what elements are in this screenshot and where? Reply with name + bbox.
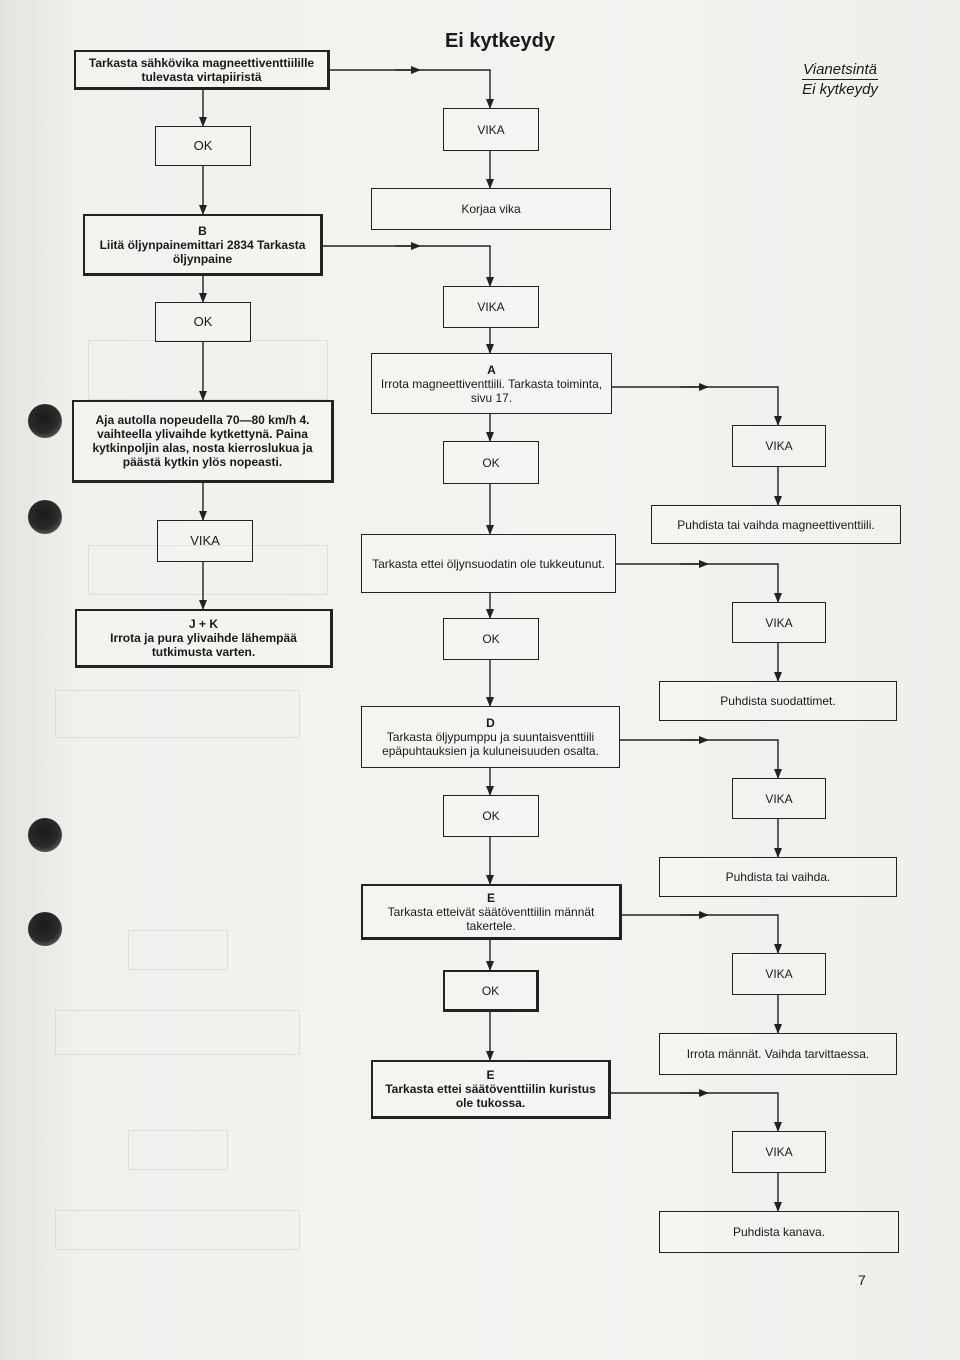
vika-box: VIKA <box>732 778 826 819</box>
vika-box: VIKA <box>443 108 539 151</box>
box-text: Tarkasta sähkövika magneettiventtiilille… <box>88 55 315 84</box>
box-text: Aja autolla nopeudella 70—80 km/h 4. vai… <box>92 413 313 469</box>
valve-pistons-check-box: E Tarkasta etteivät säätöventtiilin männ… <box>361 884 622 940</box>
ok-box: OK <box>443 795 539 837</box>
box-text: VIKA <box>765 1145 793 1159</box>
clean-solenoid-box: Puhdista tai vaihda magneettiventtiili. <box>651 505 901 544</box>
box-text: Liitä öljynpainemittari 2834 Tarkasta öl… <box>99 237 306 266</box>
show-through-box <box>128 1130 228 1170</box>
box-text: Irrota männät. Vaihda tarvittaessa. <box>686 1047 870 1061</box>
box-text: Tarkasta ettei säätöventtiilin kuristus … <box>385 1082 596 1110</box>
show-through-box <box>88 545 328 595</box>
ok-box: OK <box>443 970 539 1012</box>
show-through-box <box>128 930 228 970</box>
box-text: VIKA <box>477 300 505 314</box>
section-title: Vianetsintä <box>803 61 877 78</box>
valve-orifice-check-box: E Tarkasta ettei säätöventtiilin kuristu… <box>371 1060 611 1119</box>
box-text: Puhdista tai vaihda magneettiventtiili. <box>677 517 875 532</box>
box-text: Puhdista tai vaihda. <box>725 870 831 884</box>
box-text: Tarkasta öljypumppu ja suuntaisventtiili… <box>382 730 599 758</box>
remove-pistons-box: Irrota männät. Vaihda tarvittaessa. <box>659 1033 897 1075</box>
oil-filter-check-box: Tarkasta ettei öljynsuodatin ole tukkeut… <box>361 534 616 593</box>
page-title: Ei kytkeydy <box>444 30 556 52</box>
step-label: E <box>486 1068 495 1082</box>
step-label: E <box>486 890 495 905</box>
vika-box: VIKA <box>443 286 539 328</box>
vika-box: VIKA <box>732 1131 826 1173</box>
ok-box: OK <box>443 618 539 660</box>
ok-box: OK <box>443 441 539 484</box>
clean-or-replace-box: Puhdista tai vaihda. <box>659 857 897 897</box>
binder-hole <box>28 818 62 852</box>
box-text: OK <box>482 632 500 646</box>
road-test-box: Aja autolla nopeudella 70—80 km/h 4. vai… <box>72 400 334 483</box>
box-text: VIKA <box>190 533 220 548</box>
box-text: VIKA <box>765 439 793 453</box>
box-text: VIKA <box>477 122 505 137</box>
box-text: VIKA <box>765 967 793 981</box>
subsection-title: Ei kytkeydy <box>802 79 878 98</box>
ok-box: OK <box>155 302 251 342</box>
vika-box: VIKA <box>732 602 826 643</box>
box-text: VIKA <box>765 791 793 806</box>
oil-pump-check-box: D Tarkasta öljypumppu ja suuntaisventtii… <box>361 706 620 768</box>
page-number: 7 <box>858 1272 866 1288</box>
show-through-box <box>88 340 328 400</box>
binder-hole <box>28 500 62 534</box>
box-text: Puhdista suodattimet. <box>720 694 836 708</box>
box-text: OK <box>481 983 500 998</box>
step-label: B <box>198 223 207 238</box>
box-text: Tarkasta etteivät säätöventtiilin männät… <box>387 904 595 933</box>
box-text: OK <box>193 138 213 153</box>
solenoid-check-box: A Irrota magneettiventtiili. Tarkasta to… <box>371 353 612 414</box>
step-label: A <box>487 362 496 377</box>
vika-box: VIKA <box>157 520 253 562</box>
disassemble-box: J + K Irrota ja pura ylivaihde lähempää … <box>75 609 333 668</box>
vika-box: VIKA <box>732 425 826 467</box>
box-text: Irrota magneettiventtiili. Tarkasta toim… <box>380 376 603 405</box>
section-heading: Vianetsintä Ei kytkeydy <box>760 60 920 99</box>
vika-box: VIKA <box>732 953 826 995</box>
clean-filters-box: Puhdista suodattimet. <box>659 681 897 721</box>
oil-pressure-box: B Liitä öljynpainemittari 2834 Tarkasta … <box>83 214 323 276</box>
clean-channel-box: Puhdista kanava. <box>659 1211 899 1253</box>
box-text: VIKA <box>765 615 793 630</box>
box-text: Irrota ja pura ylivaihde lähempää tutkim… <box>110 631 297 659</box>
step-label: D <box>486 716 495 730</box>
step-label: J + K <box>188 617 218 631</box>
repair-box: Korjaa vika <box>371 188 611 230</box>
ok-box: OK <box>155 126 251 166</box>
box-text: OK <box>482 809 500 823</box>
show-through-box <box>55 1010 300 1055</box>
box-text: Korjaa vika <box>461 202 521 216</box>
binder-hole <box>28 912 62 946</box>
show-through-box <box>55 1210 300 1250</box>
box-text: OK <box>482 455 500 470</box>
show-through-box <box>55 690 300 738</box>
check-solenoid-circuit-box: Tarkasta sähkövika magneettiventtiilille… <box>74 50 330 90</box>
box-text: OK <box>193 314 213 329</box>
binder-hole <box>28 404 62 438</box>
box-text: Puhdista kanava. <box>732 1225 826 1239</box>
box-text: Tarkasta ettei öljynsuodatin ole tukkeut… <box>372 556 605 571</box>
